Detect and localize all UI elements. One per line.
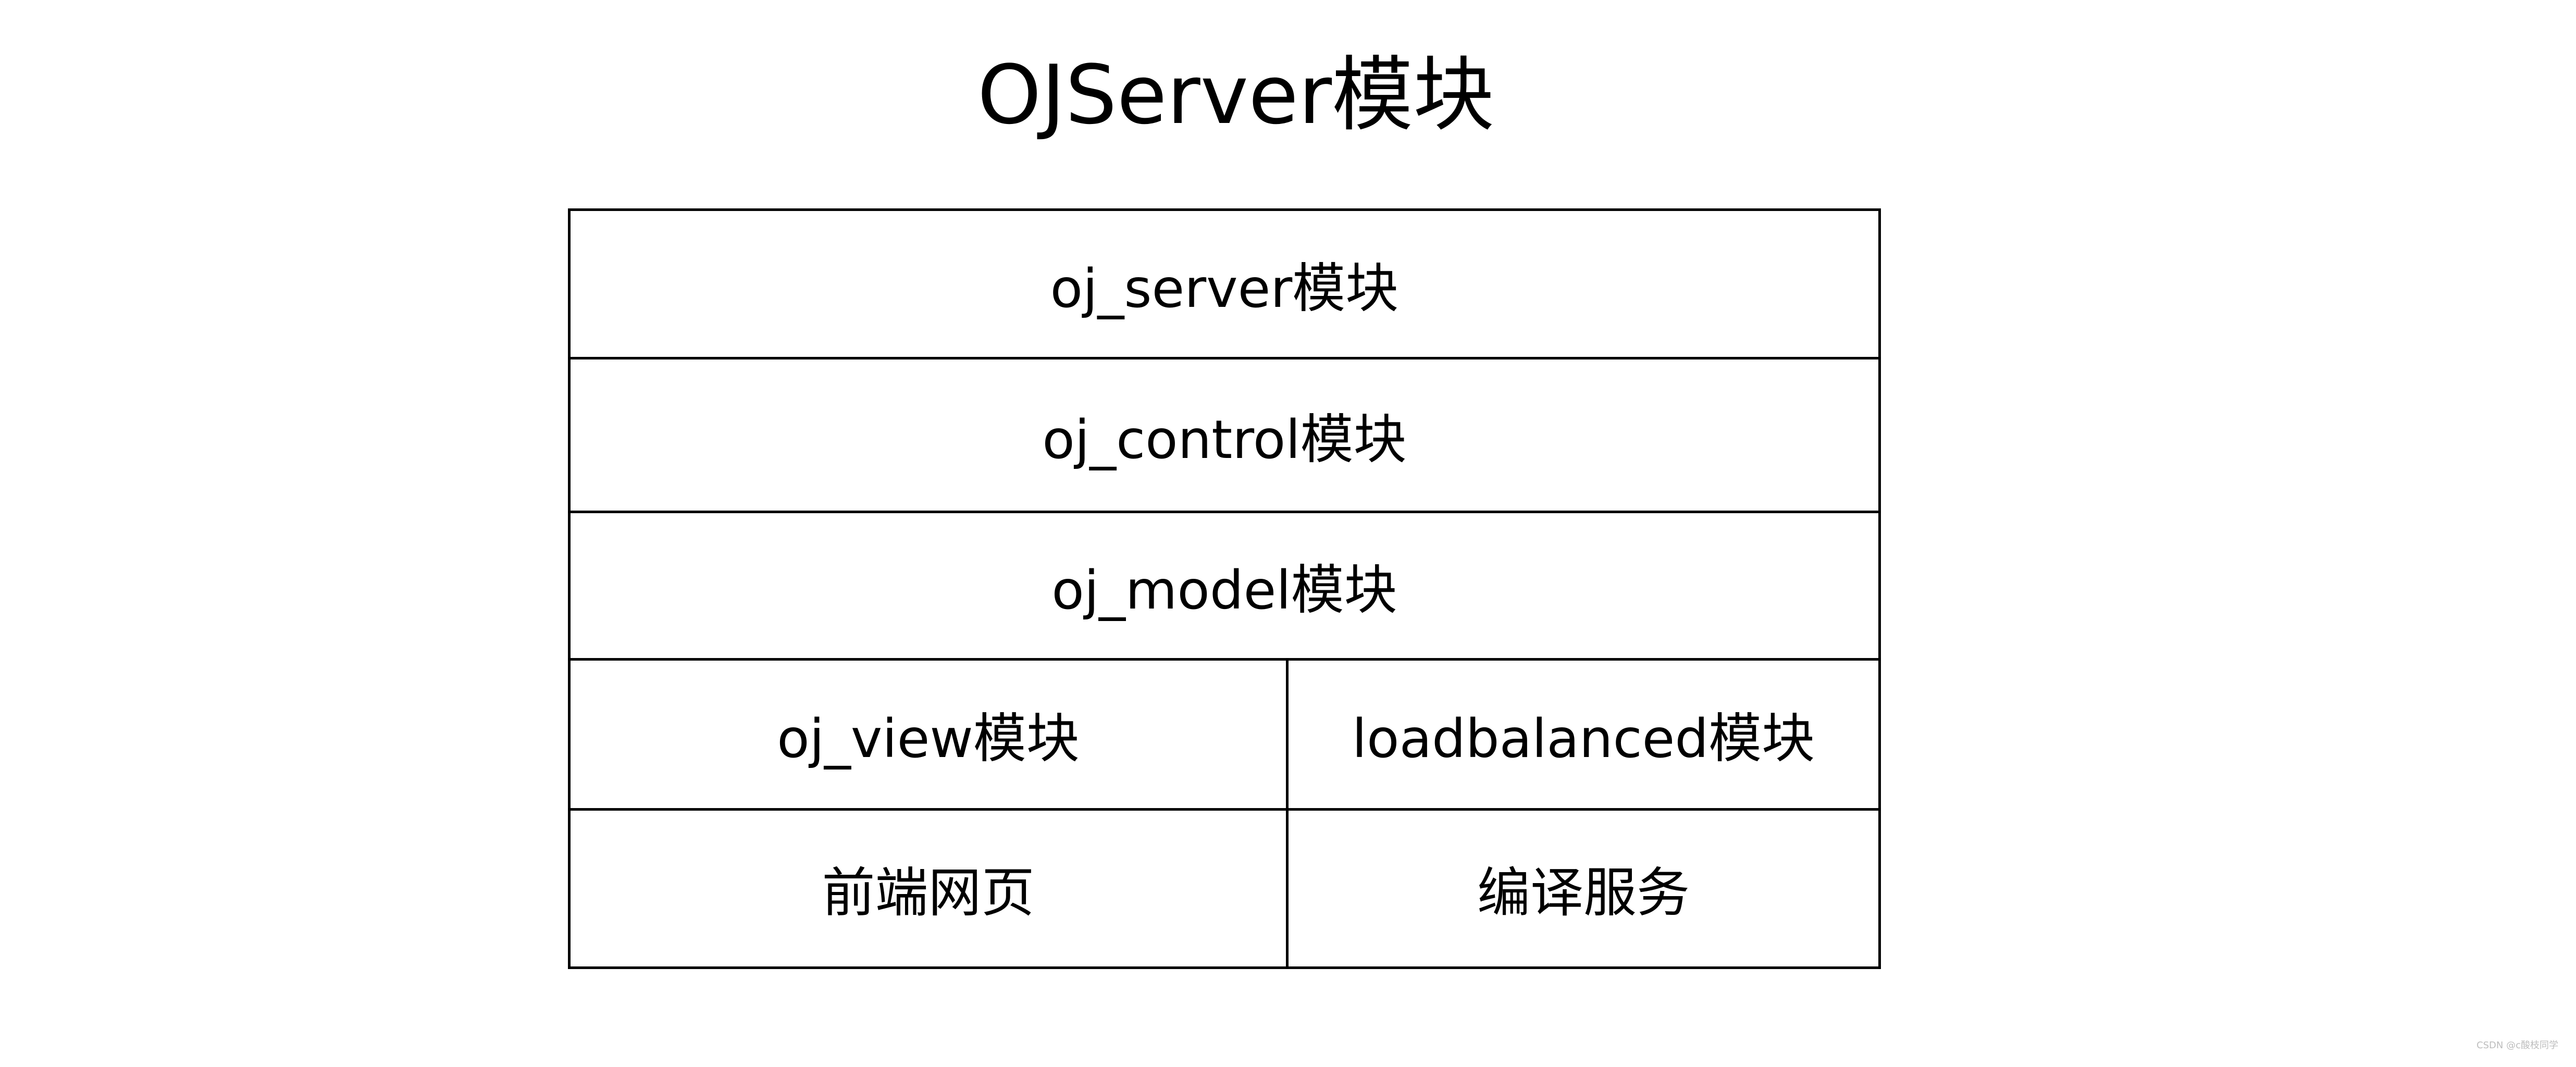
row-oj-control: oj_control模块 [571, 359, 1878, 513]
cell-oj-control: oj_control模块 [1042, 408, 1407, 471]
cell-frontend-webpage: 前端网页 [571, 811, 1289, 966]
row-oj-model: oj_model模块 [571, 513, 1878, 661]
cell-oj-server: oj_server模块 [1050, 257, 1399, 320]
cell-oj-model: oj_model模块 [1051, 559, 1397, 622]
watermark: CSDN @c酸枝同学 [2476, 1040, 2558, 1051]
cell-loadbalanced: loadbalanced模块 [1352, 708, 1815, 770]
diagram-title: OJServer模块 [977, 47, 1495, 142]
row-view-loadbalanced: oj_view模块 loadbalanced模块 [571, 661, 1878, 811]
row-frontend-compile: 前端网页 编译服务 [571, 811, 1878, 966]
cell-compile-service: 编译服务 [1477, 862, 1690, 924]
cell-oj-view: oj_view模块 [571, 661, 1289, 808]
module-table: oj_server模块 oj_control模块 oj_model模块 oj_v… [568, 208, 1881, 969]
row-oj-server: oj_server模块 [571, 211, 1878, 359]
